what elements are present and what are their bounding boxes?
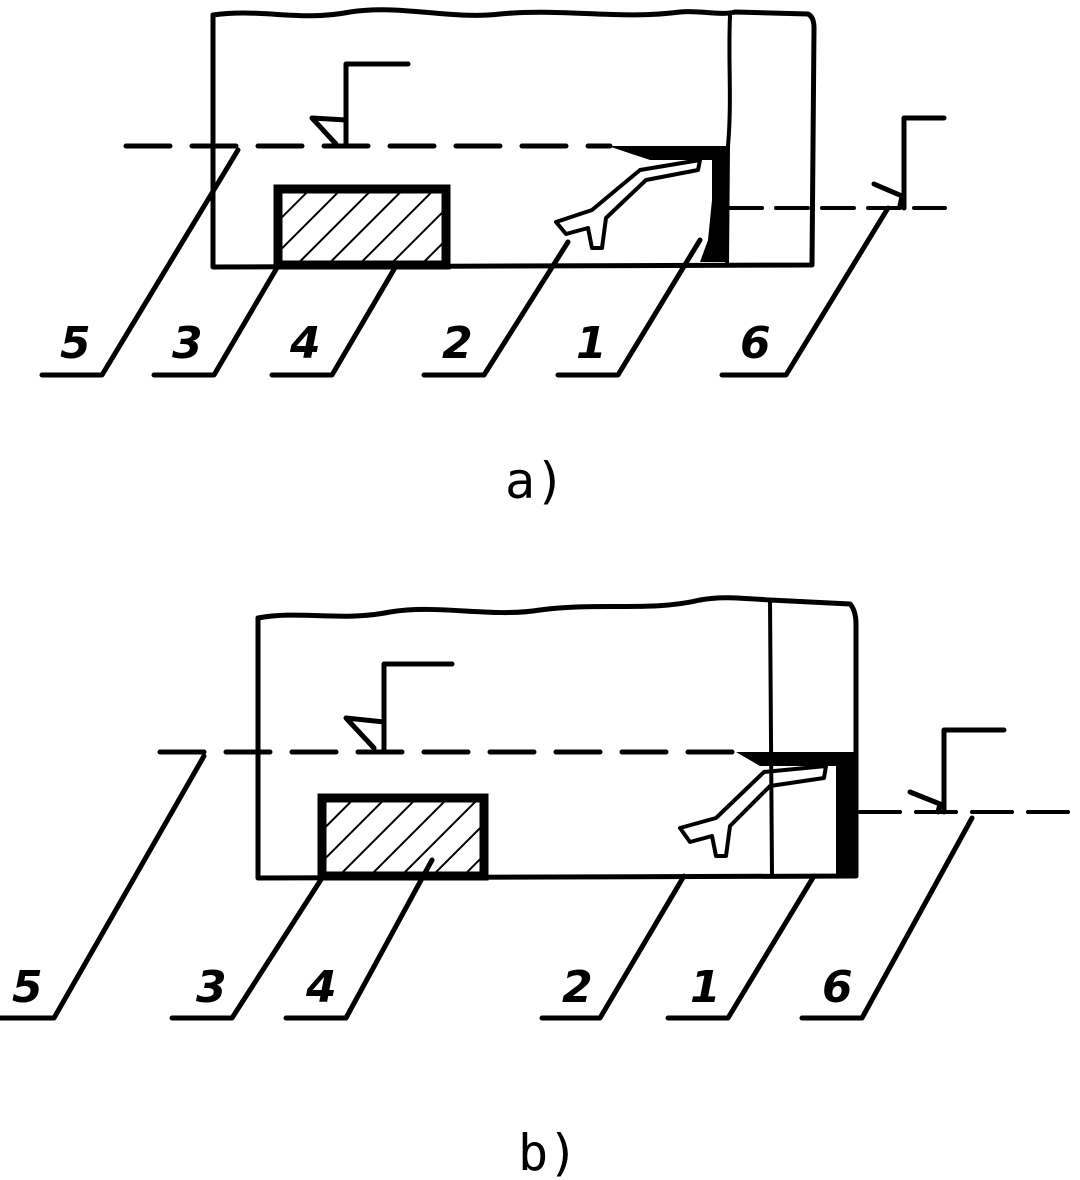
weld-symbol-right-b [907, 727, 1007, 815]
callout-label: 2 [562, 962, 593, 1013]
figure-caption: a) [505, 452, 565, 510]
callout-label: 5 [12, 962, 43, 1013]
workpiece-b [255, 595, 859, 881]
callout-label: 6 [822, 962, 853, 1013]
weld-symbol-top-b [343, 661, 455, 753]
leader-4-b [283, 857, 435, 1021]
leader-3-b [169, 875, 325, 1021]
callout-label: 6 [740, 318, 771, 369]
plate-joint-a [725, 14, 732, 265]
callout-label: 4 [305, 962, 337, 1013]
leader-1-a [555, 237, 703, 378]
leader-1-b [665, 873, 817, 1021]
leader-6-a [719, 205, 891, 378]
figure-caption: b) [518, 1124, 578, 1180]
weld-symbol-right-a [871, 115, 947, 211]
weld-root-b [736, 752, 856, 876]
callout-label: 3 [196, 962, 227, 1013]
leader-2-b [539, 873, 687, 1021]
workpiece-a [210, 7, 817, 270]
callout-label: 2 [442, 318, 473, 369]
leader-5-b [0, 753, 207, 1021]
callout-label: 5 [60, 318, 91, 369]
weld-root-a [608, 146, 728, 262]
leader-3-a [151, 263, 281, 378]
figure-b: 5 3 4 2 1 6 b) [0, 595, 1080, 1180]
branch-crack-a [554, 158, 702, 250]
weld-symbol-top-a [309, 61, 411, 149]
callout-label: 3 [172, 318, 203, 369]
hatched-insert-b [317, 793, 489, 881]
leader-5-a [39, 147, 241, 378]
callout-label: 4 [289, 318, 321, 369]
figure-a: 5 3 4 2 1 6 a) [39, 7, 947, 510]
leader-2-a [421, 239, 571, 378]
leader-6-b [799, 815, 975, 1021]
callout-label: 1 [576, 318, 607, 369]
plate-joint-b [768, 598, 774, 878]
callout-label: 1 [690, 962, 721, 1013]
leader-4-a [269, 263, 399, 378]
branch-crack-b [678, 764, 828, 858]
hatched-insert-a [273, 184, 451, 270]
